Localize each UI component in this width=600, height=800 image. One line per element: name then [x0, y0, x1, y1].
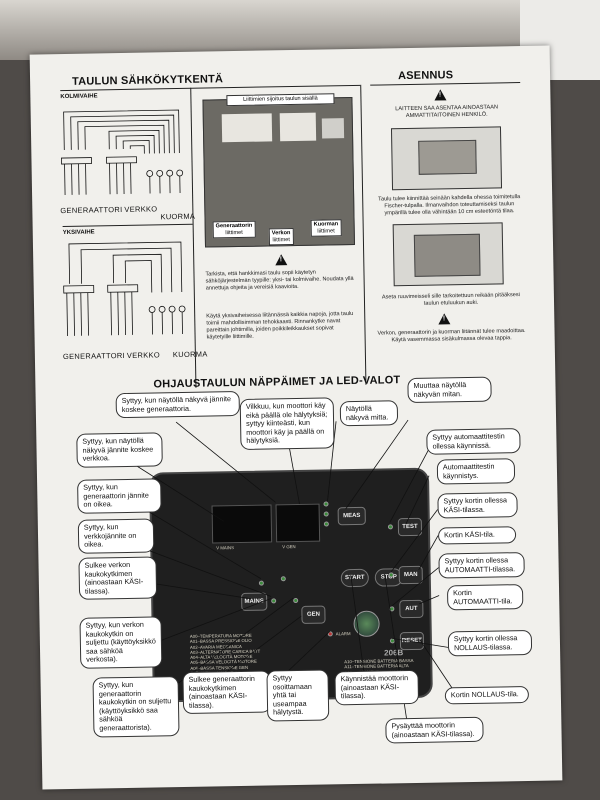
callout-reset-led: Syttyy kortin ollessa NOLLAUS-tilassa. — [447, 629, 533, 657]
callout-meas-button: Muuttaa näytöllä näkyvän mitan. — [407, 376, 492, 404]
callout-gen-voltage-display: Syttyy, kun näytöllä näkyvä jännite kosk… — [115, 390, 240, 419]
display-gen — [275, 503, 321, 543]
manual-page: TAULUN SÄHKÖKYTKENTÄ KOLMIVAIHE GENERAAT… — [29, 45, 563, 790]
single-phase-caption-load: KUORMA — [172, 349, 208, 360]
wiring-note-1: Tarkista, että hankkimasi taulu sopii kä… — [205, 269, 354, 292]
display-label-mains: V MAINS — [216, 545, 234, 551]
install-text-1: Taulu tulee kiinnittää seinään kahdella … — [378, 194, 521, 217]
terminal-block — [321, 118, 345, 139]
three-phase-caption-mains: VERKKO — [124, 204, 158, 214]
meas-button[interactable]: MEAS — [337, 506, 366, 526]
single-phase-diagram — [63, 241, 186, 336]
callout-gen-button: Sulkee generaattorin kaukokytkimen (aino… — [182, 670, 272, 715]
divider-right — [360, 84, 367, 385]
led-measure-1 — [323, 501, 329, 507]
led-mains-voltage — [258, 580, 264, 586]
man-button[interactable]: MAN — [398, 565, 423, 585]
display-mains — [211, 504, 273, 544]
three-phase-diagram — [61, 109, 184, 196]
contactor-right — [279, 112, 317, 142]
callout-alarm-led: Syttyy osoittamaan yhtä tai useampaa häl… — [266, 669, 330, 722]
led-aut — [389, 606, 395, 612]
start-button[interactable]: START — [340, 568, 369, 588]
callout-man-led: Syttyy kortin ollessa KÄSI-tilassa. — [437, 492, 518, 519]
install-warning-2: Verkon, generaattorin ja kuorman liitänn… — [377, 327, 526, 344]
install-warning-icon-2 — [438, 313, 451, 325]
led-mains-contactor — [271, 598, 277, 604]
led-alarm — [327, 631, 333, 637]
callout-engine-running-led: Vilkkuu, kun moottori käy eikä päällä ol… — [239, 397, 335, 450]
callout-gen-contactor-led: Syttyy, kun generaattorin kaukokytkin on… — [92, 676, 180, 738]
aut-button[interactable]: AUT — [399, 599, 424, 619]
callout-mains-button: Sulkee verkon kaukokytkimen (ainoastaan … — [78, 556, 158, 601]
wiring-note-2: Käytä yksivaiheisessa liitännässä kaikki… — [206, 310, 354, 341]
callout-measure-shown: Näytöllä näkyvä mitta. — [339, 400, 399, 427]
install-title: ASENNUS — [397, 69, 454, 83]
single-phase-caption-generator: GENERAATTORI — [62, 350, 126, 362]
callout-aut-button: Kortin AUTOMAATTI-tila. — [446, 584, 524, 611]
single-phase-caption-mains: VERKKO — [126, 350, 161, 360]
globe-logo — [353, 610, 380, 638]
test-button[interactable]: TEST — [397, 517, 423, 537]
alarm-label: ALARM — [335, 631, 351, 637]
led-reset — [389, 638, 395, 644]
led-measure-3 — [323, 521, 329, 527]
warning-icon — [275, 254, 288, 266]
install-text-2: Aseta ruuvimeisseli sille tarkoitettuun … — [381, 292, 520, 307]
callout-mains-voltage-ok: Syttyy, kun verkkojännite on oikea. — [77, 518, 155, 554]
led-gen-voltage — [280, 576, 286, 582]
install-rule — [370, 82, 521, 86]
section-rule-mid — [62, 223, 193, 228]
callout-stop-button: Pysäyttää moottorin (ainoastaan KÄSI-til… — [385, 716, 484, 744]
install-illustration-2 — [392, 222, 504, 287]
led-measure-2 — [323, 511, 329, 517]
gen-button[interactable]: GEN — [301, 605, 326, 624]
three-phase-caption-generator: GENERAATTORI — [60, 204, 123, 216]
reset-button[interactable]: RESET — [399, 631, 425, 651]
install-illustration-1 — [390, 126, 503, 191]
display-label-gen: V GEN — [282, 544, 296, 550]
callout-mains-voltage-display: Syttyy, kun näytöllä näkyvä jännite kosk… — [76, 432, 163, 468]
led-test — [387, 524, 393, 530]
callout-test-button: Automaattitestin käynnistys. — [436, 458, 516, 485]
install-warning-icon — [434, 89, 447, 101]
controls-title: OHJAUSTAULUN NÄPPÄIMET JA LED-VALOT — [153, 374, 401, 391]
photo-title: Liittimien sijoitus taulun sisällä — [226, 93, 335, 106]
callout-reset-button: Kortin NOLLAUS-tila. — [444, 685, 530, 705]
three-phase-caption-load: KUORMA — [160, 211, 196, 222]
open-panel-illustration — [413, 233, 481, 277]
install-warning-1: LAITTEEN SAA ASENTAA AINOASTAAN AMMATTIT… — [395, 104, 499, 120]
callout-mains-contactor-led: Syttyy, kun verkon kaukokytkin on suljet… — [79, 616, 163, 669]
callout-gen-voltage-ok: Syttyy, kun generaattorin jännite on oik… — [77, 478, 162, 514]
mains-button[interactable]: MAINS — [241, 592, 268, 611]
control-panel: V MAINS V GEN MEAS START STOP TEST MAN A… — [148, 467, 433, 703]
panel-box-illustration — [418, 139, 477, 175]
callout-test-led: Syttyy automaattitestin ollessa käynniss… — [426, 428, 521, 455]
wiring-title: TAULUN SÄHKÖKYTKENTÄ — [72, 73, 224, 88]
callout-aut-led: Syttyy kortin ollessa AUTOMAATTI-tilassa… — [438, 552, 525, 579]
contactor-left — [221, 113, 273, 143]
callout-start-button: Käynnistää moottorin (ainoastaan KÄSI-ti… — [334, 669, 420, 706]
callout-man-button: Kortin KÄSI-tila. — [437, 526, 517, 545]
model-number: 206B — [384, 648, 404, 658]
led-man — [388, 572, 394, 578]
led-gen-contactor — [293, 597, 299, 604]
